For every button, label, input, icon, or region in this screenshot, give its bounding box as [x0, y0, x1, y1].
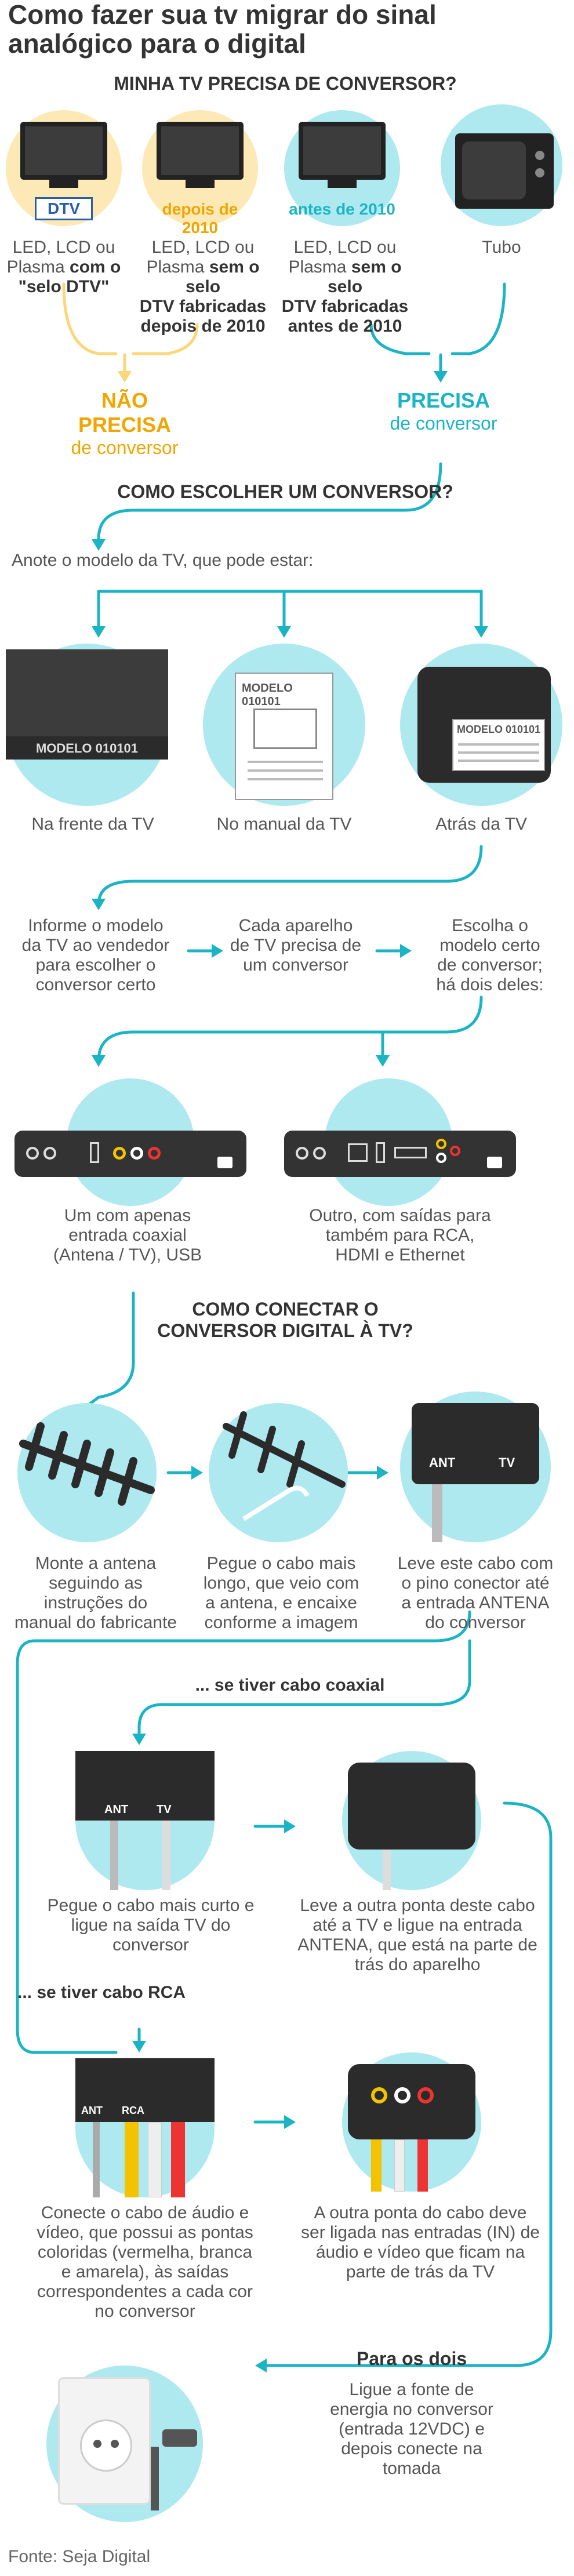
after-2010-label: depois de 2010	[162, 200, 238, 237]
model-sticker: MODELO 010101	[452, 719, 545, 771]
both-title: Para os dois	[356, 2348, 467, 2369]
tv-icon	[20, 122, 107, 180]
converter-back-icon: ANT TV	[412, 1403, 539, 1484]
loc-front-label: Na frente da TV	[31, 815, 154, 834]
tv-icon	[299, 122, 386, 180]
coax1-circle: ANT TV	[75, 1751, 215, 1890]
tv3-caption: LED, LCD ou Plasma sem o selo DTV fabric…	[281, 238, 409, 336]
before-2010-label: antes de 2010	[289, 200, 395, 218]
need-result: PRECISA de conversor	[390, 388, 497, 434]
wall-outlet-icon	[58, 2377, 151, 2505]
power-circle	[46, 2366, 203, 2522]
converter-back-icon: ANT TV	[75, 1751, 215, 1821]
title-line-2: analógico para o digital	[8, 28, 306, 59]
tv-back-icon	[348, 2064, 475, 2139]
title-line-1: Como fazer sua tv migrar do sinal	[8, 0, 437, 30]
loc-back-label: Atrás da TV	[435, 815, 527, 834]
tv-back-icon	[348, 1763, 475, 1850]
coax2-circle	[342, 1751, 481, 1890]
dtv-seal: DTV	[35, 197, 93, 220]
loc-manual-label: No manual da TV	[216, 815, 352, 834]
rca-title: ... se tiver cabo RCA	[17, 1983, 186, 2002]
manual-icon: MODELO 010101	[235, 673, 333, 800]
section-title-choose-converter: COMO ESCOLHER UM CONVERSOR?	[117, 481, 453, 502]
tv4-caption: Tubo	[482, 238, 521, 257]
tv-before-2010-circle: antes de 2010	[284, 110, 400, 226]
antenna-cable-circle	[209, 1403, 348, 1542]
plug-icon	[162, 2429, 197, 2447]
tv-back-icon: MODELO 010101	[417, 667, 551, 783]
antenna-cable-icon	[223, 1411, 346, 1521]
rca1-circle: ANT RCA	[75, 2058, 215, 2197]
anote-text: Anote o modelo da TV, que pode estar:	[12, 551, 314, 570]
source-credit: Fonte: Seja Digital	[8, 2547, 151, 2566]
tv-icon	[157, 122, 244, 180]
antenna-circle	[17, 1403, 157, 1542]
manual-circle: MODELO 010101	[203, 644, 365, 806]
tv-icon: MODELO 010101	[6, 649, 168, 760]
section-title-need-converter: MINHA TV PRECISA DE CONVERSOR?	[114, 73, 457, 94]
tube-tv-icon	[455, 133, 554, 209]
converter-ant-circle: ANT TV	[400, 1391, 551, 1542]
tv-after-2010-circle: depois de 2010	[142, 110, 258, 237]
tv1-caption: LED, LCD ou Plasma com o "selo DTV"	[6, 238, 121, 296]
no-need-result: NÃO PRECISA de conversor	[71, 388, 179, 458]
converter-back-icon: ANT RCA	[75, 2058, 215, 2122]
rca2-circle	[342, 2052, 481, 2192]
tv-tube-circle	[441, 104, 562, 226]
coax-title: ... se tiver cabo coaxial	[195, 1676, 385, 1695]
front-tv-circle: MODELO 010101	[6, 644, 168, 806]
converter-basic-icon	[14, 1131, 246, 1177]
tv-dtv-circle: DTV	[6, 110, 122, 226]
converter-full-icon	[284, 1131, 516, 1177]
tv2-caption: LED, LCD ou Plasma sem o selo DTV fabric…	[139, 238, 267, 336]
antenna-icon	[19, 1422, 155, 1506]
back-tv-circle: MODELO 010101	[400, 644, 562, 806]
page-title: Como fazer sua tv migrar do sinal analóg…	[8, 0, 565, 58]
